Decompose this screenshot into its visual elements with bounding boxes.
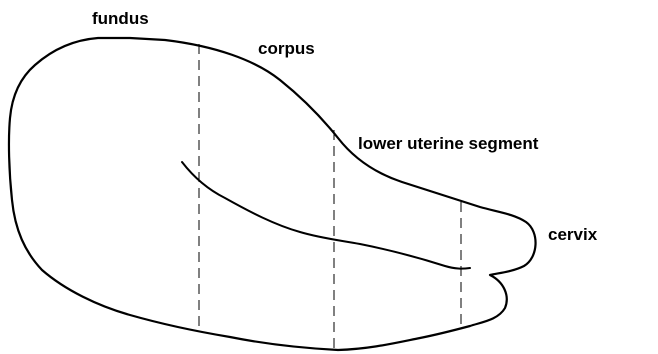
uterine-canal xyxy=(181,161,471,270)
corpus-label: corpus xyxy=(258,39,315,58)
fundus-label: fundus xyxy=(92,9,149,28)
uterus-outline xyxy=(7,36,537,352)
lower-uterine-segment-label: lower uterine segment xyxy=(358,134,539,153)
cervix-label: cervix xyxy=(548,225,598,244)
